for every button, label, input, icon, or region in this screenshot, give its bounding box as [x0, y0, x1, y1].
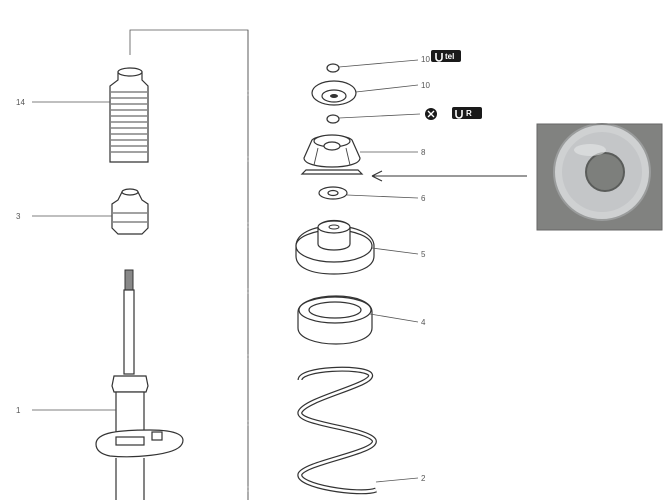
- top-mount: [311, 80, 357, 106]
- torque-badge-a: tel: [445, 52, 454, 61]
- spring-pad: [297, 295, 373, 345]
- bump-stop: [111, 188, 149, 235]
- callout-bump-stop: 3: [16, 212, 21, 221]
- washer: [318, 186, 348, 200]
- torque-wrench-icon: R: [452, 107, 482, 119]
- callout-top-mount: 10: [421, 81, 430, 90]
- coil-spring: [297, 366, 377, 495]
- assembly-bracket: [129, 29, 249, 500]
- replace-x-icon: [425, 108, 437, 120]
- nut: [326, 114, 340, 124]
- callout-boot: 14: [16, 98, 25, 107]
- callout-upper-seat: 5: [421, 250, 426, 259]
- torque-wrench-icon: tel: [431, 50, 461, 62]
- shock-absorber: [95, 269, 184, 500]
- dust-boot: [109, 67, 149, 163]
- callout-cap: 10: [421, 55, 430, 64]
- callout-shock-absorber: 1: [16, 406, 21, 415]
- strut-bearing: [303, 134, 361, 168]
- cap: [326, 63, 340, 73]
- pointer-arrow: [371, 170, 527, 182]
- callout-washer: 6: [421, 194, 426, 203]
- callout-bearing: 8: [421, 148, 426, 157]
- shim-photo: [536, 123, 663, 231]
- callout-pad: 4: [421, 318, 426, 327]
- upper-spring-seat: [295, 219, 375, 275]
- torque-badge-b: R: [466, 109, 472, 118]
- callout-spring: 2: [421, 474, 426, 483]
- shim: [300, 169, 364, 175]
